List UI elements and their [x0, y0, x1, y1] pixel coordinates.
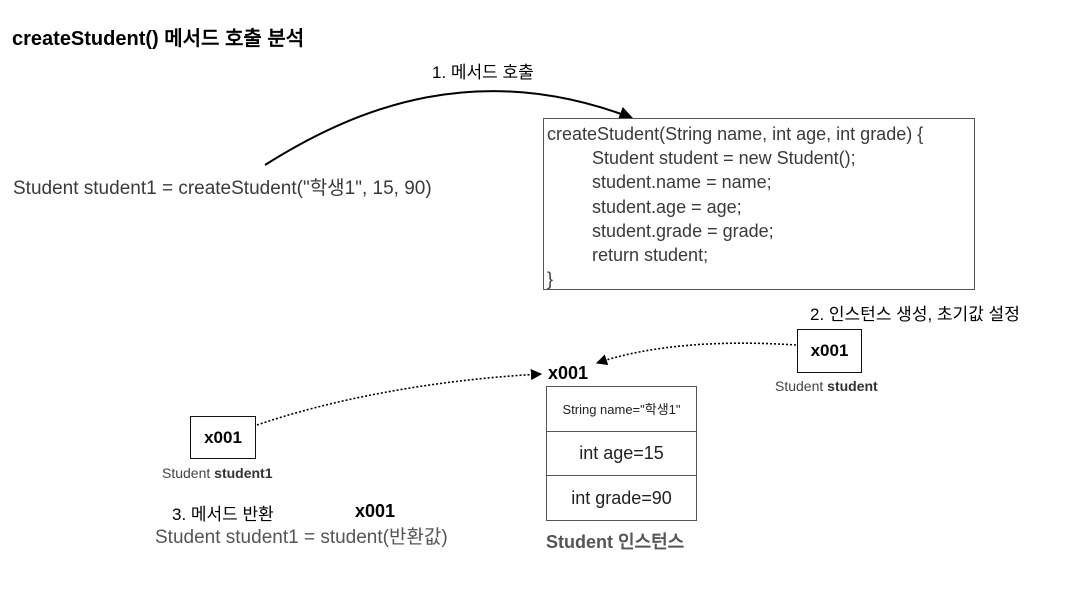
call-expression: Student student1 = createStudent("학생1", …: [13, 178, 432, 199]
instance-caption: Student 인스턴스: [546, 532, 685, 552]
return-ref-arrow: [256, 368, 543, 426]
local-ref-type: Student: [775, 378, 824, 394]
result-ref-caption: Student student1: [162, 465, 273, 481]
step-create-label: 2. 인스턴스 생성, 초기값 설정: [810, 305, 1020, 324]
code-line: student.name = name;: [592, 172, 772, 193]
return-value-label: x001: [355, 501, 396, 521]
result-ref-type: Student: [162, 465, 211, 481]
step-call-label: 1. 메서드 호출: [432, 63, 534, 82]
page-title: createStudent() 메서드 호출 분석: [12, 28, 305, 50]
instance-to-local-ref-arrow: [595, 342, 797, 366]
result-ref-box: x001: [190, 416, 256, 459]
method-code-box: createStudent(String name, int age, int …: [543, 118, 975, 290]
code-line: Student student = new Student();: [592, 148, 856, 169]
instance-field-grade: int grade=90: [571, 487, 672, 508]
return-expression: Student student1 = student(반환값): [155, 527, 448, 548]
instance-field-age: int age=15: [547, 432, 696, 477]
call-arrow: [264, 90, 634, 166]
code-line: student.age = age;: [592, 196, 742, 217]
local-ref-name: student: [827, 378, 878, 394]
instance-ref-label: x001: [548, 363, 589, 383]
code-line: }: [547, 269, 554, 290]
instance-field-name: String name="학생1": [547, 387, 696, 432]
local-ref-box: x001: [797, 329, 862, 373]
result-ref-name: student1: [214, 465, 273, 481]
step-return-label: 3. 메서드 반환: [172, 505, 274, 524]
code-line: createStudent(String name, int age, int …: [547, 124, 924, 144]
code-line: return student;: [592, 245, 709, 266]
instance-box: String name="학생1" int age=15 int grade=9…: [546, 386, 697, 521]
local-ref-caption: Student student: [775, 378, 878, 394]
code-line: student.grade = grade;: [592, 220, 774, 241]
